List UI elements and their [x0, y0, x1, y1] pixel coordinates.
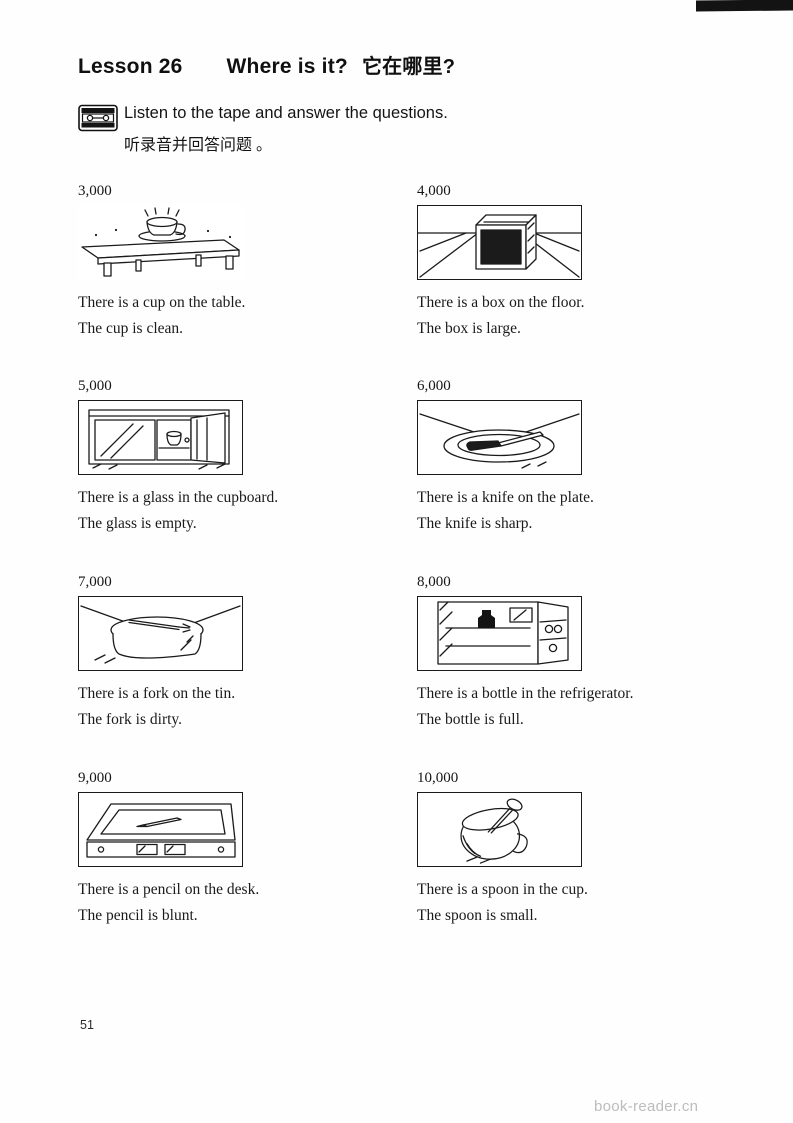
lesson-number: Lesson 26 [78, 55, 183, 78]
lesson-title-zh: 它在哪里? [361, 56, 456, 78]
item-caption-2: The pencil is blunt. [78, 907, 198, 924]
item-caption-1: There is a pencil on the desk. [78, 881, 260, 898]
item-caption-2: The glass is empty. [78, 515, 197, 532]
item-caption-1: There is a box on the floor. [417, 294, 585, 311]
item-number: 7,000 [78, 574, 112, 590]
spoon-in-cup-image [417, 792, 582, 867]
exercise-item-8000: 8,000 [417, 574, 737, 733]
item-caption-2: The knife is sharp. [417, 515, 533, 532]
item-number: 9,000 [78, 770, 112, 786]
exercise-item-4000: 4,000 There [417, 183, 737, 342]
item-number: 3,000 [78, 183, 112, 199]
pencil-on-desk-image [78, 792, 243, 867]
item-number: 4,000 [417, 183, 451, 199]
exercise-item-5000: 5,000 [78, 378, 398, 537]
knife-on-plate-image [417, 400, 582, 475]
item-caption-2: The box is large. [417, 320, 521, 337]
item-number: 6,000 [417, 378, 451, 394]
box-on-floor-image [417, 205, 582, 280]
item-caption-1: There is a knife on the plate. [417, 489, 594, 506]
exercise-item-6000: 6,000 There is a knife on the plate. The… [417, 378, 737, 537]
cassette-tape-icon [78, 104, 118, 132]
item-caption-1: There is a glass in the cupboard. [78, 489, 279, 506]
page-number: 51 [80, 1018, 94, 1032]
item-caption-1: There is a fork on the tin. [78, 685, 236, 702]
fork-on-tin-image [78, 596, 243, 671]
lesson-title-en: Where is it? [226, 55, 348, 78]
glass-in-cupboard-image [78, 400, 243, 475]
item-number: 8,000 [417, 574, 451, 590]
exercise-item-7000: 7,000 There is a fork [78, 574, 398, 733]
item-caption-1: There is a spoon in the cup. [417, 881, 588, 898]
page-title: Lesson 26 Where is it? 它在哪里? [78, 50, 455, 79]
item-caption-2: The bottle is full. [417, 711, 524, 728]
exercise-item-3000: 3,000 [78, 183, 398, 342]
item-caption-2: The spoon is small. [417, 907, 538, 924]
cup-on-table-image [78, 205, 243, 280]
item-number: 10,000 [417, 770, 459, 786]
item-caption-1: There is a bottle in the refrigerator. [417, 685, 634, 702]
item-caption-2: The fork is dirty. [78, 711, 183, 728]
instruction-english: Listen to the tape and answer the questi… [124, 104, 448, 122]
bottle-in-refrigerator-image [417, 596, 582, 671]
item-caption-1: There is a cup on the table. [78, 294, 246, 311]
item-caption-2: The cup is clean. [78, 320, 184, 337]
watermark: book-reader.cn [594, 1098, 699, 1115]
scan-artifact [696, 0, 793, 12]
instruction-chinese: 听录音并回答问题 。 [124, 137, 273, 154]
exercise-item-10000: 10,000 There is a spoon in the cup. The [417, 770, 737, 929]
item-number: 5,000 [78, 378, 112, 394]
exercise-item-9000: 9,000 There is a pencil on the de [78, 770, 398, 929]
